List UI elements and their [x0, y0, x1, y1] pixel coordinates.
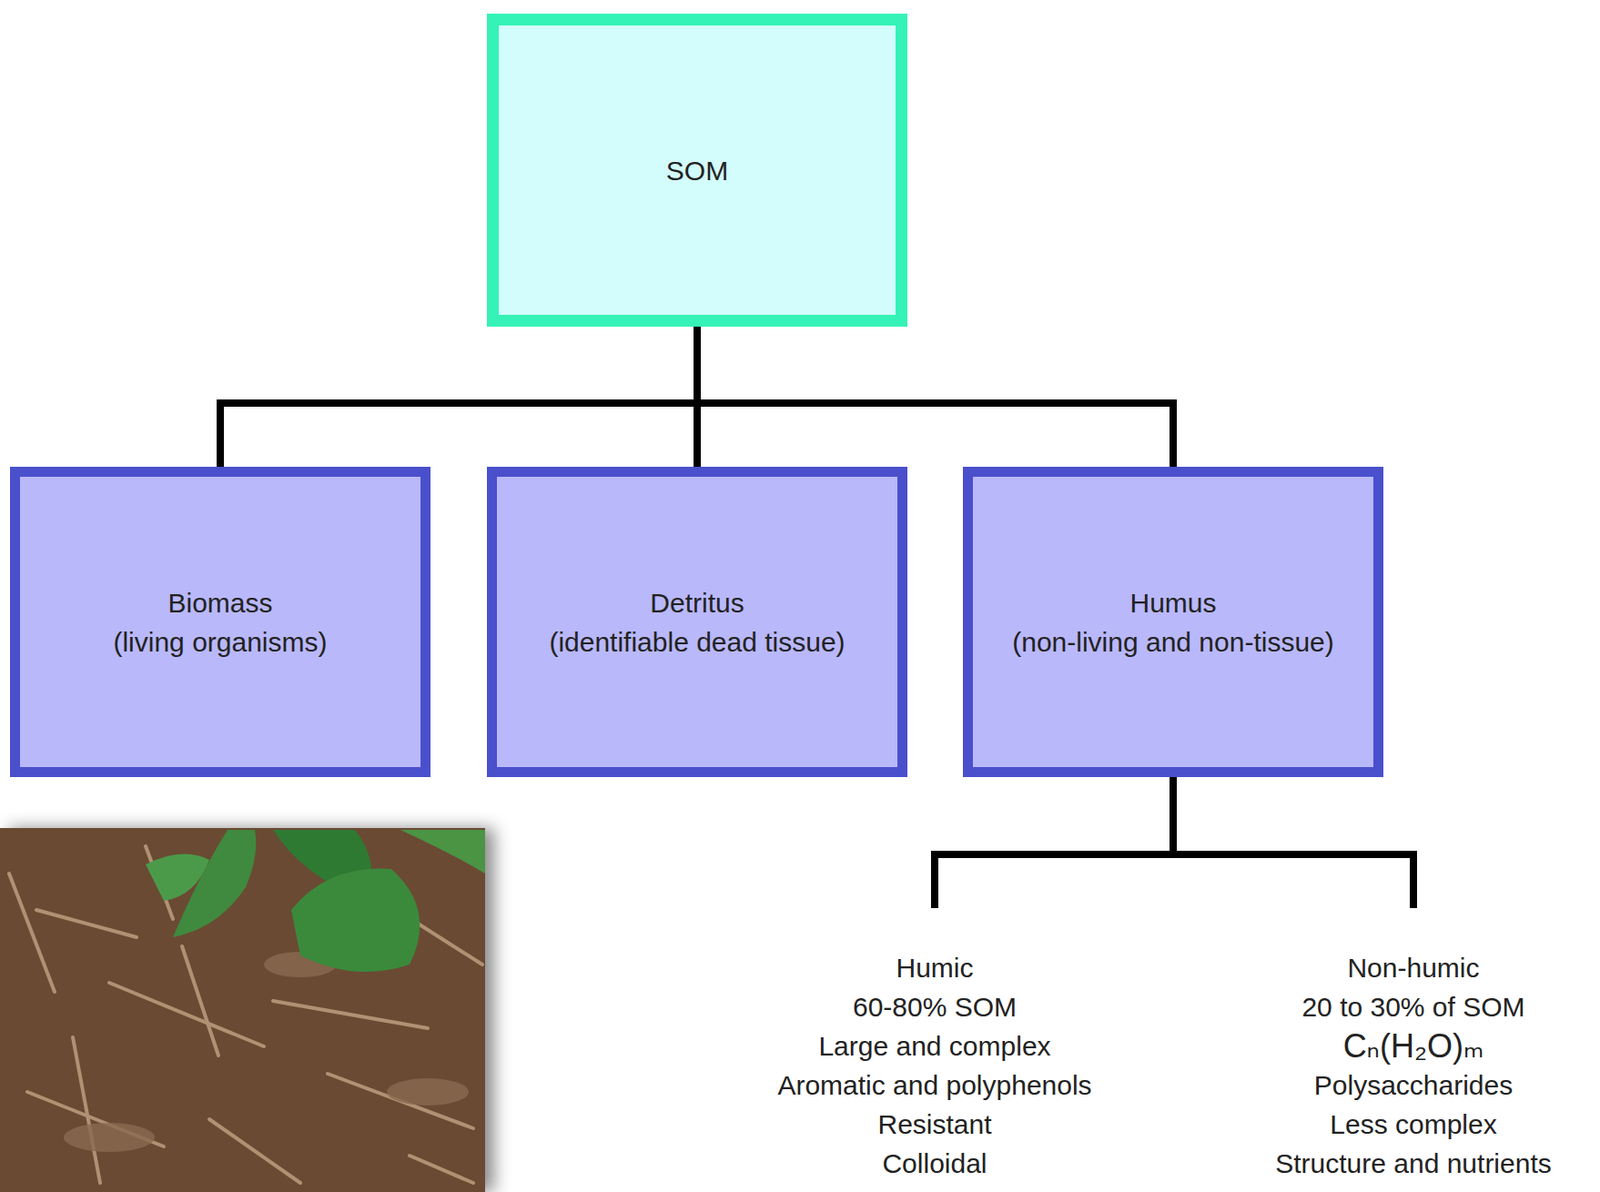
tree-connector	[697, 326, 1174, 467]
node-text: 60-80% SOM	[777, 987, 1092, 1027]
node-text: Cₙ(H₂O)ₘ	[1275, 1026, 1552, 1066]
node-text: Polysaccharides	[1275, 1065, 1552, 1105]
fraction-list: Non-humic20 to 30% of SOMCₙ(H₂O)ₘPolysac…	[1275, 908, 1552, 1184]
tree-connector	[220, 326, 698, 467]
tree-connector	[1173, 777, 1414, 909]
node-heading: Non-humic	[1275, 948, 1552, 988]
node-text: (identifiable dead tissue)	[548, 622, 845, 662]
node-text: Less complex	[1275, 1104, 1552, 1145]
node-text: Colloidal	[777, 1144, 1092, 1184]
category-box: Biomass(living organisms)	[10, 466, 431, 778]
node-heading: Detritus	[649, 583, 744, 623]
node-text: Resistant	[777, 1104, 1092, 1145]
root-box: SOM	[486, 13, 908, 327]
category-box: Detritus(identifiable dead tissue)	[486, 466, 908, 778]
node-text: Aromatic and polyphenols	[777, 1065, 1092, 1105]
tree-connector	[934, 777, 1174, 909]
node-heading: Humus	[1129, 583, 1216, 623]
fraction-list: Humic60-80% SOMLarge and complexAromatic…	[777, 908, 1092, 1184]
node-text: Structure and nutrients	[1275, 1144, 1552, 1184]
node-heading: Biomass	[167, 583, 273, 623]
node-heading: SOM	[666, 151, 729, 191]
category-box: Humus(non-living and non-tissue)	[962, 466, 1384, 778]
node-text: (non-living and non-tissue)	[1012, 622, 1335, 662]
node-text: Large and complex	[777, 1026, 1092, 1066]
node-text: (living organisms)	[112, 622, 327, 662]
node-text: 20 to 30% of SOM	[1275, 987, 1552, 1027]
node-heading: Humic	[777, 948, 1092, 988]
